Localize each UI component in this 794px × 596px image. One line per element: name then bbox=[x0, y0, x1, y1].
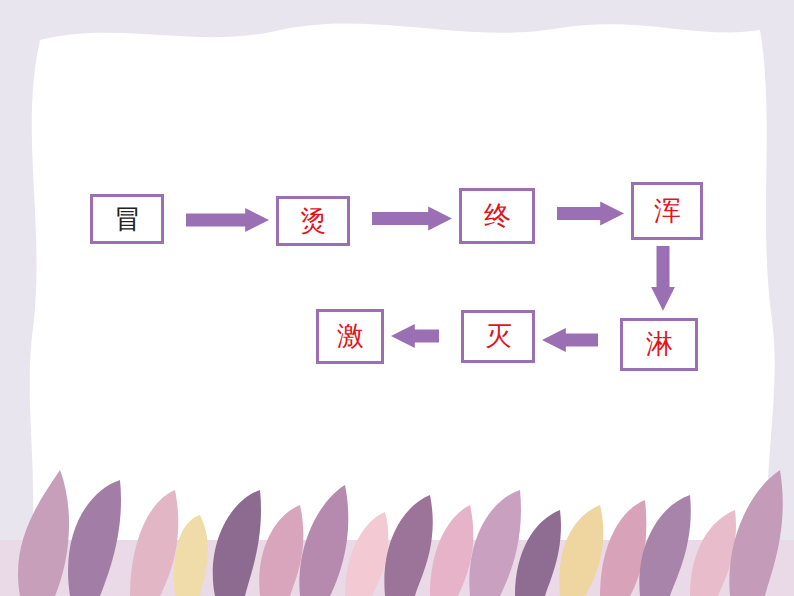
node-label: 淋 bbox=[646, 328, 673, 360]
node-label: 激 bbox=[337, 320, 364, 352]
block-arrow bbox=[657, 246, 670, 292]
block-arrow bbox=[186, 214, 250, 227]
process-box: 浑 bbox=[631, 182, 703, 240]
block-arrow bbox=[557, 207, 605, 220]
process-box: 终 bbox=[459, 188, 535, 244]
block-arrow bbox=[410, 330, 439, 343]
process-box: 淋 bbox=[620, 318, 698, 371]
leaf-border bbox=[0, 470, 794, 596]
node-label: 浑 bbox=[654, 195, 681, 227]
block-arrow bbox=[561, 334, 598, 347]
node-label: 灭 bbox=[485, 320, 512, 352]
node-label: 烫 bbox=[300, 205, 327, 237]
wavy-panel bbox=[30, 24, 775, 560]
process-box: 激 bbox=[316, 309, 384, 364]
node-label: 终 bbox=[484, 200, 511, 232]
process-box: 烫 bbox=[276, 196, 350, 246]
node-label: 冒 bbox=[114, 203, 141, 235]
process-box: 冒 bbox=[90, 194, 164, 244]
process-box: 灭 bbox=[461, 310, 535, 363]
block-arrow bbox=[372, 212, 433, 225]
